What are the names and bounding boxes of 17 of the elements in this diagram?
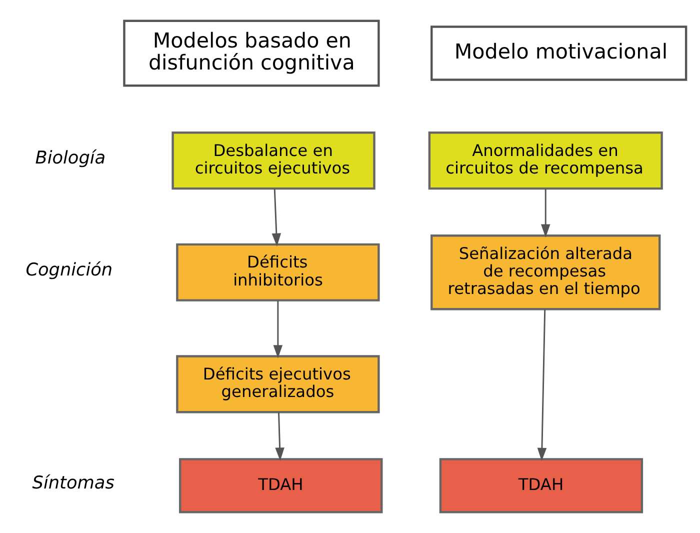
- node-box: Desbalance en circuitos ejecutivos: [172, 132, 376, 190]
- node-box: Déficits inhibitorios: [176, 243, 380, 302]
- arrow: [540, 188, 550, 238]
- label: Cognición: [26, 260, 113, 280]
- node-box: Señalización alterada de recompesas retrasadas en el tiempo: [430, 234, 661, 310]
- arrow: [275, 412, 284, 461]
- label: Síntomas: [32, 474, 114, 494]
- node-box: TDAH: [179, 458, 383, 514]
- arrow: [273, 300, 283, 358]
- label: Biología: [35, 148, 106, 169]
- node-box: Anormalidades en circuitos de recompensa: [428, 132, 663, 190]
- node-box: Modelos basado en disfunción cognitiva: [123, 20, 380, 87]
- node-box: Déficits ejecutivos generalizados: [176, 355, 380, 414]
- arrow: [272, 188, 282, 247]
- node-box: TDAH: [439, 458, 644, 514]
- node-box: Modelo motivacional: [430, 26, 688, 81]
- arrow: [537, 310, 547, 462]
